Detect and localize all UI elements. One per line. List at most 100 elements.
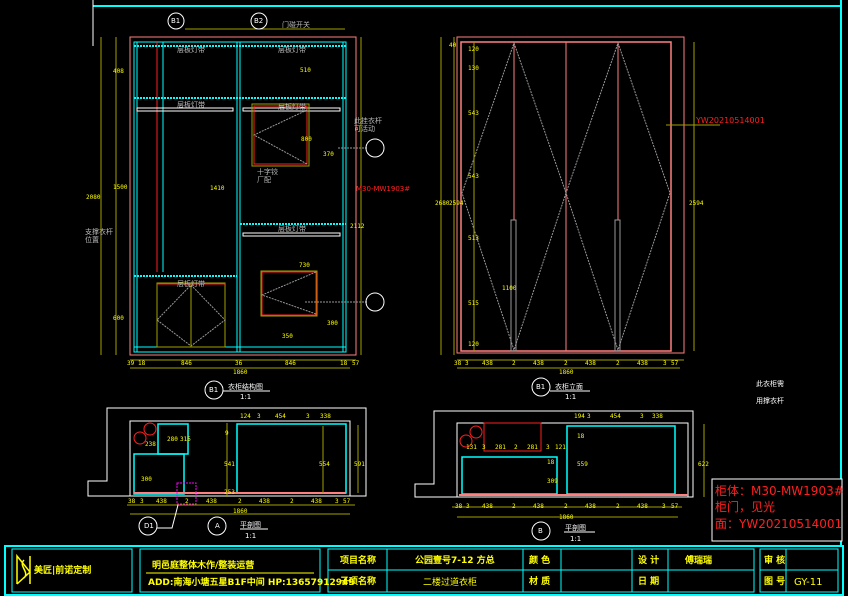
label-light-strip: 层板灯带 [278, 224, 306, 233]
material-label: 材 质 [528, 575, 550, 587]
dim: 1500 [113, 184, 128, 191]
dim: 57 [352, 360, 360, 367]
label-cross-hinge: 十字铰 [257, 167, 278, 176]
dim: 3 [306, 413, 310, 420]
dim: 543 [468, 110, 479, 117]
section-mark-b2: B2 [254, 17, 263, 25]
dim: 338 [652, 413, 663, 420]
dim: 438 [637, 503, 648, 510]
view-scale: 1:1 [570, 535, 581, 543]
dim: 57 [343, 498, 351, 505]
review-label: 审 核 [764, 554, 785, 566]
dim: 513 [468, 235, 479, 242]
view-title: 平剖图 [565, 523, 586, 532]
dim: 300 [141, 476, 152, 483]
view-title: 衣柜结构图 [228, 382, 263, 391]
dim: 38 [455, 503, 463, 510]
company-name: 明邑庭整体木作/整装运营 [152, 559, 254, 571]
dim: 2 [290, 498, 294, 505]
label-cross-hinge-factory: 厂配 [257, 176, 271, 184]
view-scale: 1:1 [245, 532, 256, 540]
dim: 3 [140, 498, 144, 505]
date-label: 日 期 [638, 575, 659, 587]
dim: 2 [564, 360, 568, 367]
dim: 2680 [435, 200, 450, 207]
view-title: 平剖图 [240, 520, 261, 529]
sub-label: 子项名称 [340, 575, 376, 587]
dim: 2 [514, 444, 518, 451]
dim: 846 [285, 360, 296, 367]
dim: 800 [301, 136, 312, 143]
dim: 510 [300, 67, 311, 74]
label-light-strip: 层板灯带 [177, 45, 205, 54]
dim: 3 [257, 413, 261, 420]
dim: 3 [335, 498, 339, 505]
dim: 18 [340, 360, 348, 367]
dim: 338 [320, 413, 331, 420]
view-tag: B1 [536, 383, 545, 391]
dim: 38 [128, 498, 136, 505]
project-label: 项目名称 [340, 554, 376, 566]
dim: 591 [354, 461, 365, 468]
dim: 541 [224, 461, 235, 468]
dim: 2 [512, 503, 516, 510]
title-block [4, 545, 844, 596]
dim: 18 [577, 433, 585, 440]
dim: 40 [449, 42, 457, 49]
logo-text: 美匠|前诺定制 [34, 564, 91, 576]
dim: 9 [225, 430, 229, 437]
dim: 3 [663, 360, 667, 367]
dim: 281 [495, 444, 506, 451]
dim: 543 [468, 173, 479, 180]
dim: 2 [616, 360, 620, 367]
dim: 559 [577, 461, 588, 468]
dim: 131 [466, 444, 477, 451]
dim: 2 [238, 498, 242, 505]
dim: 515 [468, 300, 479, 307]
dim: 3 [662, 503, 666, 510]
section-mark-b1: B1 [171, 17, 180, 25]
label-movable-rod: 此挂衣杆 [354, 116, 382, 125]
label-support-rod-position: 位置 [85, 235, 99, 244]
dim: 38 [454, 360, 462, 367]
dim: 454 [610, 413, 621, 420]
dim: 2 [512, 360, 516, 367]
dim: 1100 [502, 285, 517, 292]
dim: 39 [127, 360, 135, 367]
dim: 846 [181, 360, 192, 367]
dim: 120 [468, 46, 479, 53]
dim: 554 [319, 461, 330, 468]
dim: 622 [698, 461, 709, 468]
dim: 57 [671, 503, 679, 510]
dim-total: 1860 [233, 369, 248, 376]
dim-total: 1860 [559, 369, 574, 376]
detail-tag: D1 [144, 522, 154, 530]
dim: 438 [482, 503, 493, 510]
dim: 2 [564, 503, 568, 510]
dim: 238 [145, 441, 156, 448]
label-light-strip: 层板灯带 [177, 100, 205, 109]
dim: 600 [113, 315, 124, 322]
view-scale: 1:1 [565, 393, 576, 401]
dim: 438 [533, 360, 544, 367]
dim: 3 [466, 503, 470, 510]
dim-total: 1860 [559, 514, 574, 521]
dim: 3 [465, 360, 469, 367]
dim: 2 [185, 498, 189, 505]
door-finish-code: YW20210514001 [695, 116, 765, 125]
material-code-label: M30-MW1903# [356, 185, 410, 193]
red-note-line: 面：YW20210514001 [715, 517, 842, 531]
label-door-switch: 门碰开关 [282, 20, 310, 29]
dim: 36 [235, 360, 243, 367]
color-label: 颜 色 [529, 554, 550, 566]
red-note-line: 柜门，见光 [715, 499, 775, 514]
view-title: 衣柜立面 [555, 382, 583, 391]
dim: 2594 [689, 200, 704, 207]
dim: 3 [640, 413, 644, 420]
dim: 408 [113, 68, 124, 75]
view-tag: A [215, 522, 220, 530]
dim: 1410 [210, 185, 225, 192]
dim: 438 [585, 503, 596, 510]
label-support-rod: 支撑衣杆 [85, 227, 113, 236]
dim: 438 [259, 498, 270, 505]
